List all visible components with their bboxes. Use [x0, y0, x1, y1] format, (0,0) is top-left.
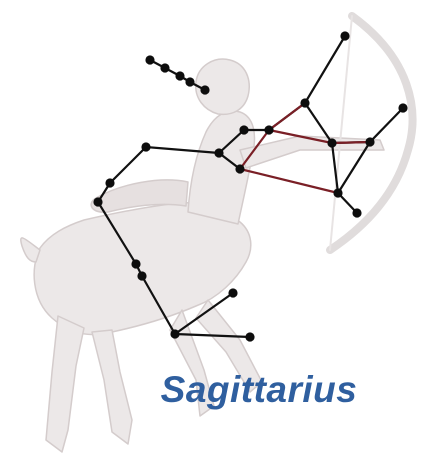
star: [327, 138, 336, 147]
star: [160, 63, 169, 72]
star: [264, 125, 273, 134]
star: [300, 98, 309, 107]
star: [200, 85, 209, 94]
star: [214, 148, 223, 157]
star: [245, 332, 254, 341]
star: [145, 55, 154, 64]
star: [352, 208, 361, 217]
bow-outline: [330, 16, 412, 250]
star: [105, 178, 114, 187]
star: [93, 197, 102, 206]
star: [137, 271, 146, 280]
star: [333, 188, 342, 197]
star: [185, 77, 194, 86]
star: [170, 329, 179, 338]
star: [340, 31, 349, 40]
constellation-name: Sagittarius: [136, 368, 382, 412]
star: [228, 288, 237, 297]
star: [175, 71, 184, 80]
star: [141, 142, 150, 151]
star: [365, 137, 374, 146]
star: [239, 125, 248, 134]
star: [131, 259, 140, 268]
star: [398, 103, 407, 112]
star: [235, 164, 244, 173]
